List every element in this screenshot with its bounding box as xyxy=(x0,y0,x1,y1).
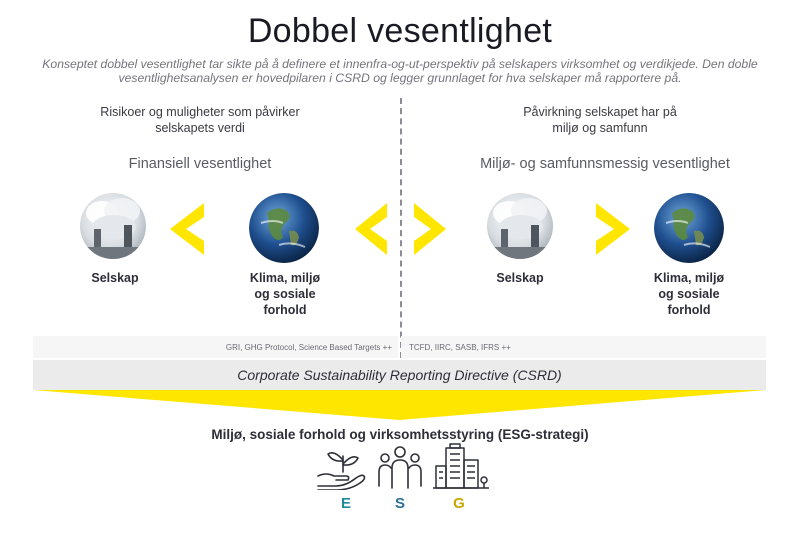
buildings-icon xyxy=(433,443,489,489)
chevron-left-icon xyxy=(170,203,204,255)
standards-bar-right xyxy=(401,336,766,358)
yellow-funnel-arrow xyxy=(33,390,766,420)
esg-title: Miljø, sosiale forhold og virksomhetssty… xyxy=(211,427,589,442)
left-standards-text: GRI, GHG Protocol, Science Based Targets… xyxy=(225,343,392,352)
hand-plant-icon xyxy=(317,452,366,490)
left-desc-line-1: Risikoer og muligheter som påvirker xyxy=(100,105,300,119)
subtitle-line-1: Konseptet dobbel vesentlighet tar sikte … xyxy=(42,57,758,71)
chevron-right-icon-center xyxy=(414,203,446,255)
left-impact-line-3: forhold xyxy=(263,303,307,317)
chevron-right-icon xyxy=(596,203,630,255)
esg-letter-e: E xyxy=(340,495,351,512)
chevron-left-icon-center xyxy=(355,203,387,255)
left-impact-line-1: Klima, miljø xyxy=(249,271,321,285)
factory-image-right xyxy=(487,193,553,259)
standards-bar-left xyxy=(33,336,398,358)
left-desc-line-2: selskapets verdi xyxy=(155,121,245,135)
page-title: Dobbel vesentlighet xyxy=(247,12,553,50)
right-description: Påvirkning selskapet har på miljø og sam… xyxy=(480,104,720,136)
page-subtitle: Konseptet dobbel vesentlighet tar sikte … xyxy=(40,57,760,85)
right-impact-line-3: forhold xyxy=(667,303,711,317)
right-impact-line-1: Klima, miljø xyxy=(653,271,725,285)
factory-image xyxy=(80,193,146,259)
csrd-label: Corporate Sustainability Reporting Direc… xyxy=(237,367,562,383)
earth-image xyxy=(249,193,319,263)
left-impact-label: Klima, miljø og sosiale forhold xyxy=(230,270,340,318)
earth-image-right xyxy=(654,193,724,263)
esg-letter-s: S xyxy=(394,495,405,512)
right-impact-line-2: og sosiale xyxy=(658,287,720,301)
left-impact-line-2: og sosiale xyxy=(254,287,316,301)
people-icon xyxy=(378,446,422,489)
right-heading: Miljø- og samfunnsmessig vesentlighet xyxy=(480,156,730,172)
left-description: Risikoer og muligheter som påvirker sels… xyxy=(80,104,320,136)
left-company-label: Selskap xyxy=(91,271,139,285)
esg-letter-g: G xyxy=(453,495,465,512)
right-desc-line-2: miljø og samfunn xyxy=(552,121,648,135)
right-impact-label: Klima, miljø og sosiale forhold xyxy=(634,270,744,318)
right-desc-line-1: Påvirkning selskapet har på xyxy=(523,105,677,119)
left-heading: Finansiell vesentlighet xyxy=(128,156,272,172)
right-standards-text: TCFD, IIRC, SASB, IFRS ++ xyxy=(409,343,511,352)
right-company-label: Selskap xyxy=(496,271,544,285)
subtitle-line-2: vesentlighetsanalysen er hovedpilaren i … xyxy=(118,71,682,85)
csrd-bar xyxy=(33,360,766,390)
center-divider xyxy=(400,98,402,358)
